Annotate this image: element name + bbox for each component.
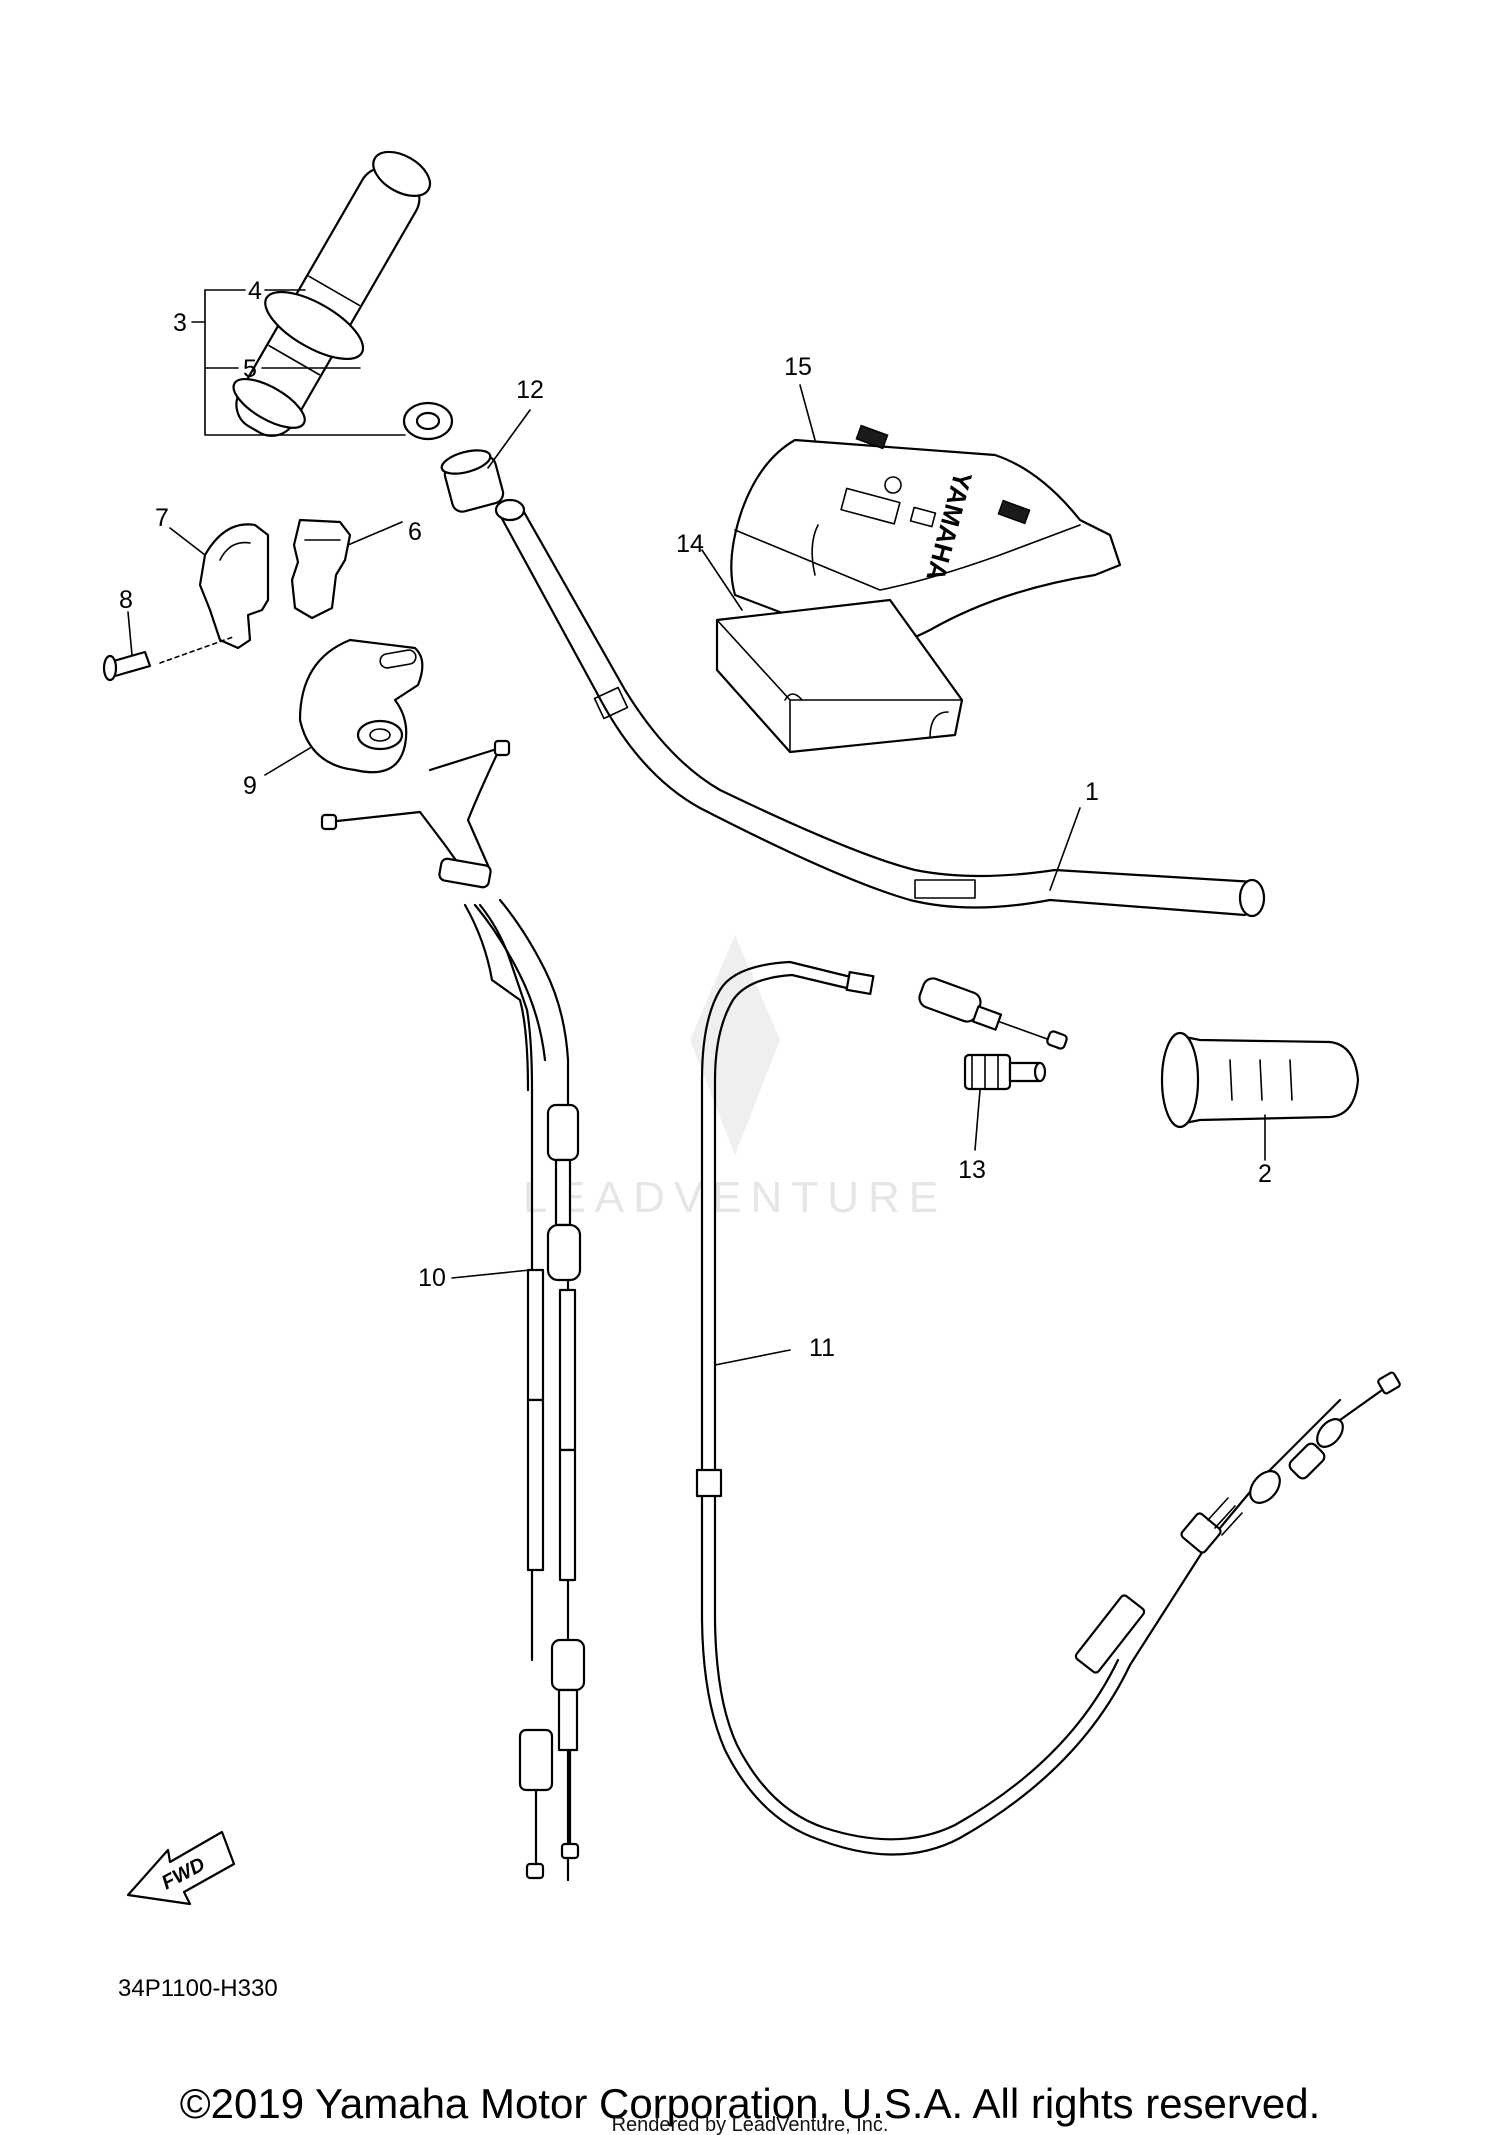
spacer-12: [440, 449, 505, 513]
callout-leaders: [127, 289, 1266, 1366]
adjuster-13: [963, 1053, 1047, 1091]
throttle-housing-9: [298, 638, 424, 774]
diagram-code: 34P1100-H330: [118, 1975, 278, 2002]
callout-4: 4: [248, 277, 262, 305]
copyright-text: ©2019 Yamaha Motor Corporation, U.S.A. A…: [180, 2080, 1321, 2127]
rendered-by-text: Rendered by LeadVenture, Inc.: [612, 2114, 889, 2135]
callout-12: 12: [516, 376, 544, 404]
callout-9: 9: [243, 772, 257, 800]
callout-11: 11: [809, 1334, 835, 1362]
callout-1: 1: [1085, 778, 1099, 806]
pad-foam-14: [715, 598, 964, 754]
switch-housing: [198, 518, 352, 650]
throttle-cables-10: [320, 739, 586, 1882]
callout-3: 3: [173, 309, 187, 337]
fwd-arrow: FWD: [126, 1830, 236, 1906]
callout-15: 15: [784, 353, 812, 381]
callout-10: 10: [418, 1264, 446, 1292]
handlebar-1: [494, 498, 1266, 918]
left-grip-assembly: [232, 150, 454, 441]
right-grip-2: [1160, 1031, 1360, 1129]
watermark-text: LEADVENTURE: [523, 1173, 947, 1222]
handlebar-pad-15: YAMAHA: [730, 424, 1122, 652]
leadventure-watermark: LEADVENTURE: [523, 935, 947, 1222]
callout-6: 6: [408, 518, 422, 546]
screw-8: [102, 636, 234, 682]
callout-5: 5: [243, 355, 257, 383]
callout-7: 7: [155, 504, 169, 532]
callout-8: 8: [119, 586, 133, 614]
callout-labels: 1 2 3 4 5 6 7 8 9 10 11 12 13 14 15: [119, 277, 1272, 1362]
watermark-flame-icon: [690, 935, 780, 1155]
callout-13: 13: [958, 1156, 986, 1184]
clutch-cable-11: [695, 960, 1401, 1856]
callout-2: 2: [1258, 1160, 1272, 1188]
callout-14: 14: [676, 530, 704, 558]
fwd-arrow-icon: [126, 1830, 236, 1906]
